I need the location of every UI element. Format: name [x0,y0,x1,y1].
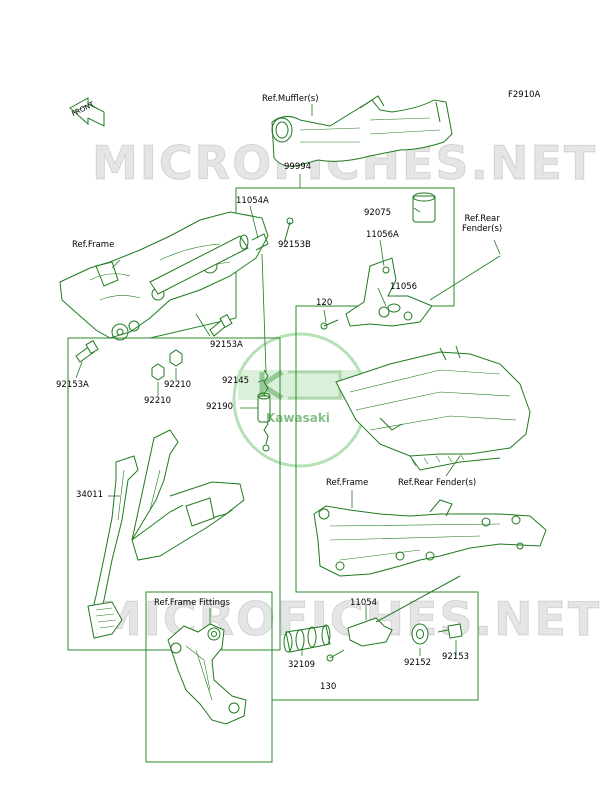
frame-ref-mid-drawing [313,499,547,577]
label-ref-rear-fender-mid[interactable]: Ref.Rear Fender(s) [398,478,477,488]
label-11054[interactable]: 11054 [350,598,378,608]
label-ref-frame-mid[interactable]: Ref.Frame [326,478,369,488]
bolt-120 [320,319,339,330]
label-92210-b[interactable]: 92210 [164,380,192,390]
label-34011[interactable]: 34011 [76,490,104,500]
label-92075[interactable]: 92075 [364,208,392,218]
label-11054A[interactable]: 11054A [236,196,269,206]
sleeve-92190 [257,392,271,423]
label-92153A-mid[interactable]: 92153A [210,340,243,350]
label-ref-mufflers[interactable]: Ref.Muffler(s) [262,94,319,104]
nut-92210-a [151,363,165,381]
label-ref-frame-fittings[interactable]: Ref.Frame Fittings [154,598,230,608]
muffler-ref-drawing [271,95,453,167]
label-92152[interactable]: 92152 [404,658,432,668]
label-130[interactable]: 130 [320,682,337,692]
label-ref-frame-top[interactable]: Ref.Frame [72,240,115,250]
kawasaki-logo-text: Kawasaki [266,411,330,425]
diagram-code: F2910A [508,90,541,100]
label-92153B[interactable]: 92153B [278,240,311,250]
washer-92152 [411,623,429,645]
nut-92210-b [169,349,183,367]
damper-92075 [412,192,436,223]
bolt-92153B [283,217,294,245]
box-frame-fittings [145,591,273,763]
shaft-11054 [347,575,461,647]
label-92210-a[interactable]: 92210 [144,396,172,406]
bolt-92153 [437,623,463,639]
label-92145[interactable]: 92145 [222,376,250,386]
label-120[interactable]: 120 [316,298,333,308]
label-11056[interactable]: 11056 [390,282,418,292]
front-arrow-icon [69,97,105,127]
box-rear-group [236,187,479,701]
label-32109[interactable]: 32109 [288,660,316,670]
label-92153[interactable]: 92153 [442,652,470,662]
label-ref-rear-fender-top[interactable]: Ref.Rear Fender(s) [462,214,503,234]
label-99994[interactable]: 99994 [284,162,312,172]
bracket-11056 [345,257,433,327]
leader-lines [75,104,501,656]
frame-fittings-drawing [167,623,247,725]
label-11056A[interactable]: 11056A [366,230,399,240]
bolt-130 [326,649,345,662]
center-stand-34011 [87,429,245,639]
rear-frame-fender-drawing [335,345,531,471]
bolt-92153A-left [75,339,99,363]
collar-32109 [283,624,331,653]
bolt-92153A-mid [209,313,233,337]
label-92153A-left[interactable]: 92153A [56,380,89,390]
label-92190[interactable]: 92190 [206,402,234,412]
